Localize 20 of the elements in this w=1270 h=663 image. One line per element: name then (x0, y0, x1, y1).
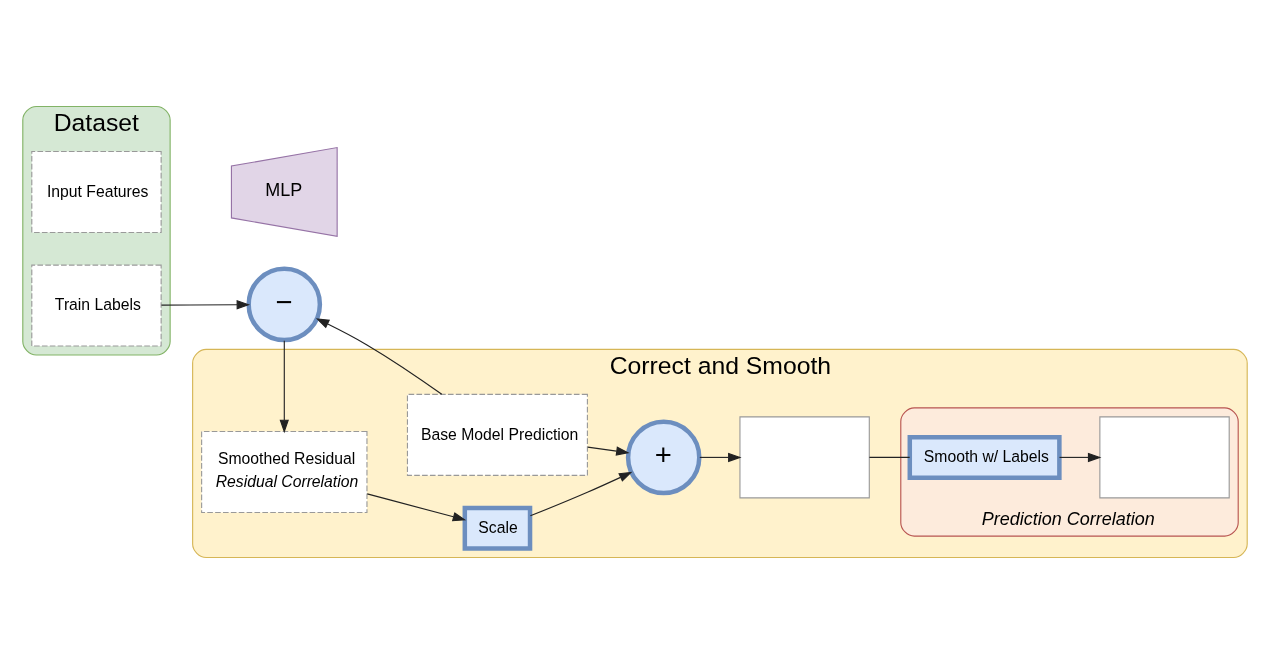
node-box: Base Model Prediction (406, 393, 588, 476)
node-box: Smoothed Residual Residual Correlation (201, 430, 368, 513)
arrow (529, 471, 633, 516)
connector (868, 456, 911, 458)
node-box: Train Labels (31, 264, 162, 347)
node-box (1099, 415, 1230, 498)
arrow (699, 452, 742, 462)
arrow (587, 445, 630, 456)
node-box: MLP (230, 146, 338, 237)
arrow (279, 339, 289, 433)
node-circle: − (246, 266, 323, 342)
node-box: Scale (462, 505, 533, 551)
node-box (739, 415, 870, 498)
node-box: Input Features (31, 150, 162, 233)
arrow (1058, 452, 1102, 462)
node-circle: + (625, 419, 702, 495)
arrow (366, 492, 467, 521)
arrow (315, 317, 443, 395)
node-box: Smooth w/ Labels (907, 434, 1062, 480)
arrow (160, 299, 251, 309)
